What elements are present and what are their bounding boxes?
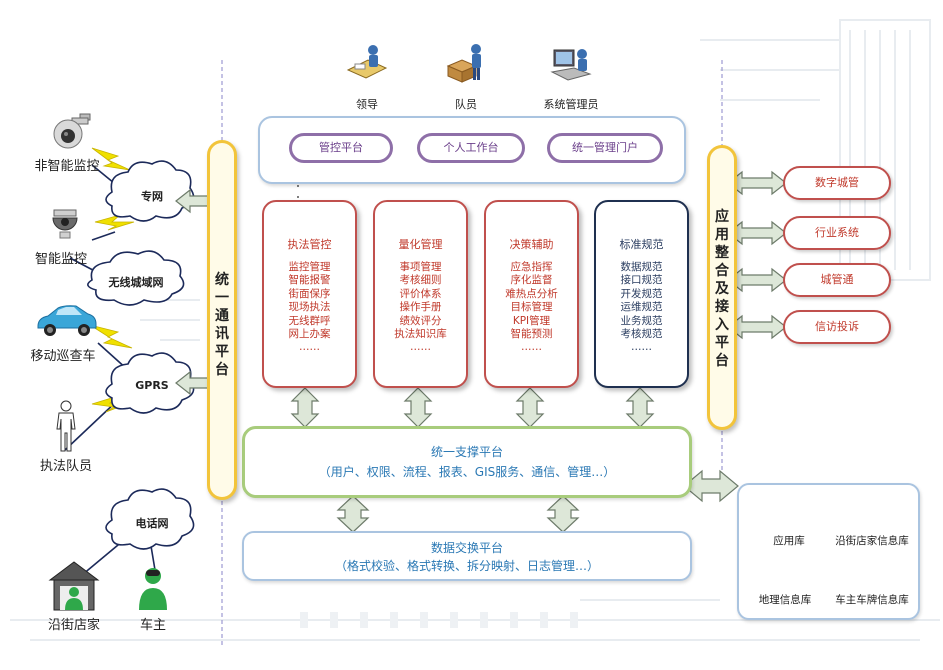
shop-icon [48, 560, 100, 612]
module-item: 操作手册 [399, 301, 442, 314]
device-label-patrol-car: 移动巡查车 [30, 349, 96, 364]
module-item: 应急指挥 [510, 261, 553, 273]
module-item: 无线群呼 [288, 314, 331, 327]
integration-platform: 应用整合及接入平台 [707, 145, 737, 430]
module-title: 量化管理 [398, 238, 443, 251]
portal-control-platform[interactable]: 管控平台 [289, 133, 393, 163]
role-label-leader: 领导 [356, 98, 378, 111]
module-card-decision[interactable]: 决策辅助 应急指挥 序化监督 难热点分析 目标管理 KPI管理 智能预测 …… [484, 200, 579, 388]
module-card-standards[interactable]: 标准规范 数据规范 接口规范 开发规范 运维规范 业务规范 考核规范 …… [594, 200, 689, 388]
module-item: 目标管理 [510, 301, 553, 314]
portal-unified-management[interactable]: 统一管理门户 [547, 133, 663, 163]
module-item: 绩效评分 [399, 314, 442, 327]
module-items: 应急指挥 序化监督 难热点分析 目标管理 KPI管理 智能预测 …… [486, 261, 577, 355]
db-label-application: 应用库 [773, 535, 805, 547]
module-title: 执法管控 [287, 238, 332, 251]
network-telephone: 电话网 [135, 517, 169, 530]
ext-industry-system[interactable]: 行业系统 [783, 216, 891, 250]
support-platform-subtitle: （用户、权限、流程、报表、GIS服务、通信、管理…） [318, 465, 616, 479]
module-item: 街面保序 [288, 287, 331, 300]
module-item: 考核细则 [399, 274, 442, 287]
portal-personal-workbench[interactable]: 个人工作台 [417, 133, 525, 163]
admin-computer-icon [550, 44, 592, 84]
module-item: 开发规范 [620, 287, 663, 300]
module-item: 难热点分析 [505, 287, 558, 300]
module-item: 序化监督 [510, 274, 553, 287]
db-label-geo-info: 地理信息库 [758, 594, 812, 606]
role-label-team-member: 队员 [455, 98, 477, 111]
module-item: …… [410, 341, 431, 354]
role-label-admin: 系统管理员 [543, 98, 599, 111]
device-label-car-owner: 车主 [139, 618, 166, 633]
module-item: 网上办案 [288, 328, 331, 341]
module-item: 执法知识库 [394, 328, 447, 341]
module-item: 事项管理 [399, 261, 442, 273]
unified-support-platform: 统一支撑平台 （用户、权限、流程、报表、GIS服务、通信、管理…） [242, 426, 692, 498]
device-label-smart-camera: 智能监控 [34, 252, 87, 267]
module-card-quantified[interactable]: 量化管理 事项管理 考核细则 评价体系 操作手册 绩效评分 执法知识库 …… [373, 200, 468, 388]
support-platform-title: 统一支撑平台 [430, 445, 503, 459]
module-title: 决策辅助 [509, 238, 554, 251]
data-exchange-platform: 数据交换平台 （格式校验、格式转换、拆分映射、日志管理…） [242, 531, 692, 581]
unified-comm-platform: 统一通讯平台 [207, 140, 237, 500]
module-item: 接口规范 [620, 274, 663, 287]
database-panel [737, 483, 920, 620]
device-label-non-smart-camera: 非智能监控 [34, 159, 100, 174]
dome-camera-icon [50, 112, 94, 152]
module-item: 现场执法 [288, 301, 331, 314]
ext-petition-complaint[interactable]: 信访投诉 [783, 310, 891, 344]
module-item: 评价体系 [399, 287, 442, 300]
module-items: 监控管理 智能报警 街面保序 现场执法 无线群呼 网上办案 …… [264, 261, 355, 355]
network-wireless-metro: 无线城域网 [108, 276, 164, 289]
module-title: 标准规范 [619, 238, 664, 251]
officer-icon [54, 400, 78, 452]
exchange-platform-subtitle: （格式校验、格式转换、拆分映射、日志管理…） [334, 559, 599, 573]
integration-platform-label: 应用整合及接入平台 [715, 209, 729, 369]
device-label-officer: 执法队员 [39, 459, 92, 474]
smart-camera-icon [50, 208, 80, 242]
network-gprs: GPRS [135, 379, 169, 392]
ext-digital-city[interactable]: 数字城管 [783, 166, 891, 200]
module-item: …… [521, 341, 542, 354]
device-label-shop: 沿街店家 [47, 618, 100, 633]
car-owner-icon [136, 566, 170, 610]
comm-platform-label: 统一通讯平台 [215, 272, 229, 378]
exchange-platform-title: 数据交换平台 [430, 541, 503, 555]
module-item: 运维规范 [620, 301, 663, 314]
module-item: KPI管理 [512, 314, 551, 327]
module-items: 数据规范 接口规范 开发规范 运维规范 业务规范 考核规范 …… [596, 261, 687, 355]
module-item: 监控管理 [288, 261, 331, 273]
team-member-icon [444, 42, 488, 84]
network-private: 专网 [141, 190, 163, 203]
module-item: 智能报警 [288, 274, 331, 287]
patrol-car-icon [34, 302, 98, 338]
db-label-plate-info: 车主车牌信息库 [835, 594, 909, 606]
module-item: 智能预测 [510, 328, 553, 341]
leader-desk-icon [346, 42, 388, 82]
module-item: …… [631, 341, 652, 354]
module-item: …… [299, 341, 320, 354]
module-item: 数据规范 [620, 261, 663, 273]
db-label-shop-info: 沿街店家信息库 [835, 535, 909, 547]
module-item: 业务规范 [620, 314, 663, 327]
ext-chengguantong[interactable]: 城管通 [783, 263, 891, 297]
network-clouds [87, 160, 195, 550]
module-card-enforcement[interactable]: 执法管控 监控管理 智能报警 街面保序 现场执法 无线群呼 网上办案 …… [262, 200, 357, 388]
module-item: 考核规范 [620, 328, 663, 341]
module-items: 事项管理 考核细则 评价体系 操作手册 绩效评分 执法知识库 …… [375, 261, 466, 355]
